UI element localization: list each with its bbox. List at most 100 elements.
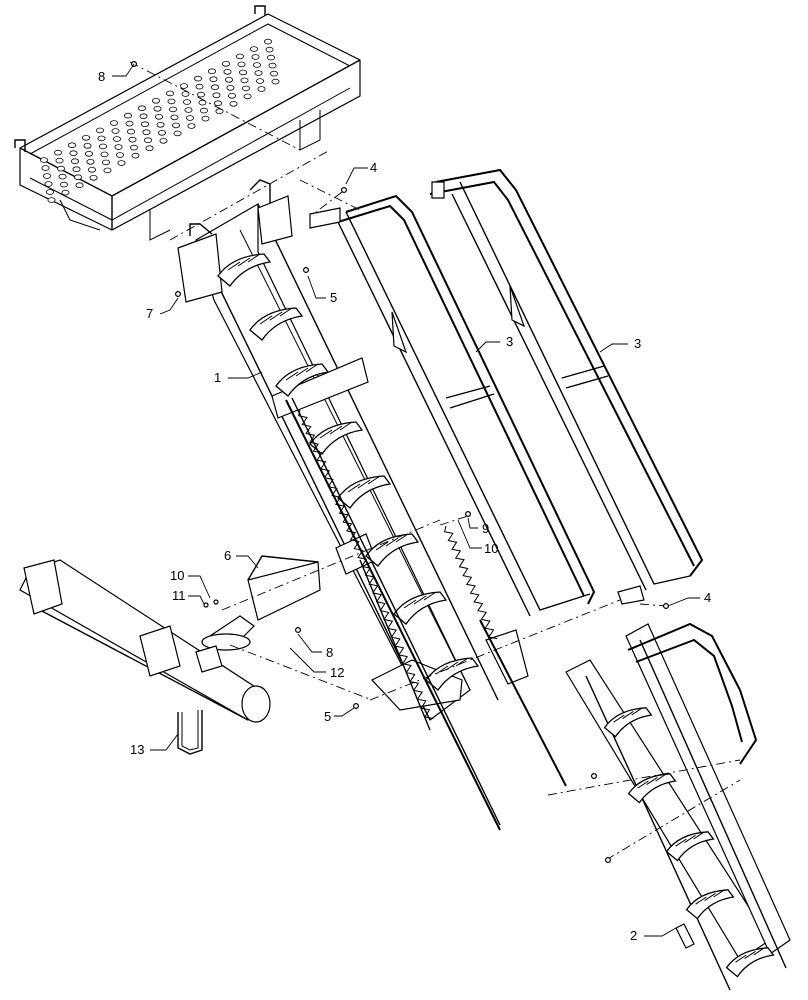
u-bolt [177, 710, 203, 755]
perforation-hole [193, 75, 202, 82]
stair-tread [665, 831, 715, 862]
perforation-hole [199, 107, 208, 114]
perforation-hole [238, 69, 247, 76]
tread-rib [622, 710, 634, 720]
callout-4-top: 4 [370, 160, 377, 175]
handrail-right [429, 168, 704, 605]
perforation-hole [170, 114, 179, 121]
perforation-hole [226, 85, 235, 91]
tread-rib [295, 367, 309, 377]
tread-rib [403, 599, 417, 609]
stair-tread [337, 475, 392, 509]
perforation-hole [157, 130, 166, 136]
callout-2: 2 [630, 928, 637, 943]
perforation-hole [140, 121, 149, 127]
perforation-hole [181, 91, 190, 97]
tread-rib [285, 371, 299, 381]
perforation-hole [223, 69, 232, 75]
tread-rib [435, 665, 449, 675]
callout-10-left: 10 [170, 568, 184, 583]
perforation-hole [116, 152, 125, 158]
perforation-hole [263, 38, 272, 45]
tread-rib [305, 363, 319, 373]
tread-rib [455, 657, 469, 667]
tread-rib [413, 595, 427, 605]
perforation-hole [265, 46, 274, 53]
tread-rib [684, 834, 696, 844]
perforation-hole [100, 151, 109, 158]
tread-rib [227, 261, 241, 271]
perforation-hole [69, 150, 78, 157]
tread-rib [259, 315, 273, 325]
perforation-hole [103, 167, 112, 174]
perforation-hole [213, 100, 222, 106]
perforation-hole [89, 175, 98, 181]
tread-rib [613, 714, 625, 723]
perforation-hole [88, 167, 97, 173]
perforation-hole [129, 144, 138, 151]
callout-11: 11 [172, 588, 186, 603]
tread-rib [744, 950, 756, 960]
tread-rib [329, 425, 343, 435]
perforation-hole [235, 53, 244, 60]
callout-10-right: 10 [484, 541, 498, 556]
perforation-hole [57, 165, 66, 172]
perforation-hole [167, 98, 176, 105]
tread-rib [375, 541, 389, 551]
perforation-hole [82, 135, 91, 141]
perforation-hole [165, 90, 174, 97]
perforation-hole [41, 165, 50, 171]
callout-7: 7 [146, 306, 153, 321]
tread-rib [704, 892, 716, 902]
perforation-hole [74, 174, 83, 181]
perforation-hole [184, 107, 193, 113]
stair-tread [217, 253, 272, 287]
callout-4-right: 4 [704, 590, 711, 605]
perforation-hole [252, 62, 261, 68]
tread-rib [347, 483, 361, 493]
perforation-hole [171, 122, 180, 129]
perforation-hole [207, 68, 216, 74]
main-stair-assembly [177, 179, 567, 831]
perforation-hole [271, 78, 280, 85]
perforation-hole [113, 136, 122, 142]
perforation-hole [198, 99, 207, 106]
perforation-hole [61, 189, 70, 196]
perforation-hole [127, 128, 136, 135]
perforation-hole [212, 92, 221, 98]
perforation-hole [110, 120, 119, 126]
tread-rib [675, 838, 687, 847]
perforation-hole [249, 46, 258, 52]
perforation-hole [54, 149, 63, 156]
perforation-hole [145, 145, 154, 152]
callout-13: 13 [130, 742, 144, 757]
perforation-hole [137, 105, 146, 111]
lower-stair-treads [603, 707, 775, 978]
stair-tread [603, 707, 653, 738]
perforation-hole [125, 120, 134, 127]
handrail-left [309, 194, 596, 617]
perforation-hole [221, 60, 230, 67]
tread-rib [357, 479, 371, 489]
perforation-hole [173, 130, 182, 137]
perforation-hole [266, 54, 275, 61]
perforation-hole [102, 159, 111, 166]
perforation-hole [131, 152, 140, 159]
assembly-lines [129, 61, 741, 861]
perforation-hole [254, 70, 263, 76]
perforation-hole [185, 115, 194, 121]
perforation-hole [243, 93, 252, 100]
perforation-hole [154, 114, 163, 120]
stair-tread [685, 889, 735, 920]
tread-rib [279, 307, 293, 317]
tread-rib [367, 475, 381, 485]
perforation-hole [268, 62, 277, 69]
perforation-hole [159, 138, 168, 144]
platform-perforations [40, 38, 280, 203]
main-stair-treads [217, 253, 480, 691]
perforation-hole [71, 158, 80, 165]
perforation-hole [99, 143, 108, 150]
perforation-hole [96, 127, 105, 134]
tread-rib [423, 591, 437, 601]
